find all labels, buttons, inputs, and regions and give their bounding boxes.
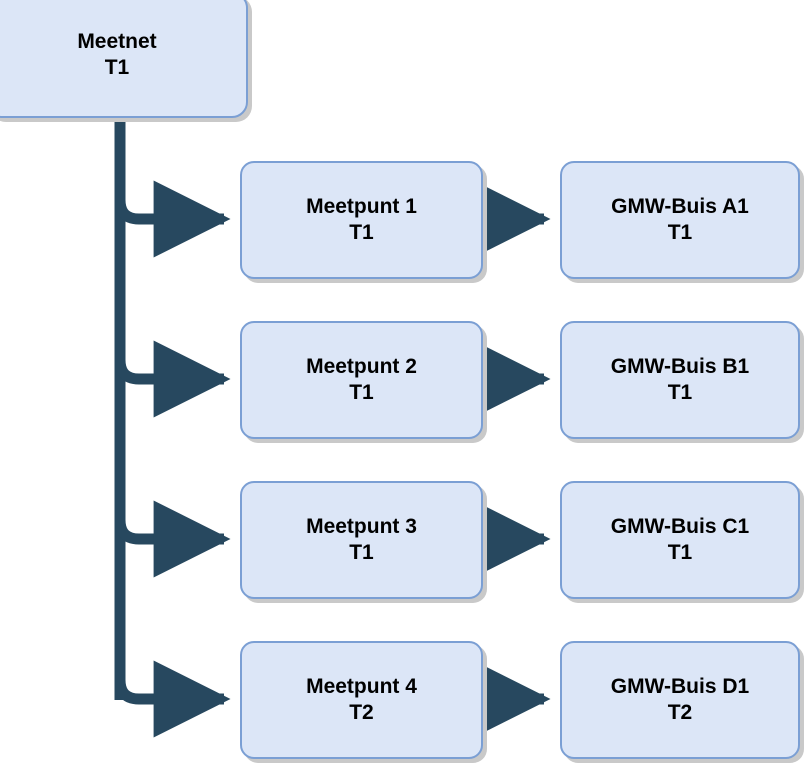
node-gmw-buis-c1-label: GMW-Buis C1 bbox=[610, 514, 750, 538]
node-meetpunt-2[interactable]: Meetpunt 2 T1 bbox=[240, 321, 483, 439]
node-gmw-buis-b1[interactable]: GMW-Buis B1 T1 bbox=[560, 321, 800, 439]
node-gmw-buis-d1-label: GMW-Buis D1 bbox=[610, 674, 750, 698]
node-meetpunt-4-label: Meetpunt 4 bbox=[306, 674, 417, 698]
node-gmw-buis-d1-version: T2 bbox=[667, 701, 693, 724]
node-gmw-buis-b1-label: GMW-Buis B1 bbox=[610, 354, 750, 378]
node-meetpunt-2-version: T1 bbox=[349, 381, 374, 404]
connector-root-to-meetpunt-3 bbox=[114, 500, 231, 578]
connector-root-to-meetpunt-1 bbox=[114, 180, 231, 258]
node-meetpunt-4-version: T2 bbox=[349, 701, 374, 724]
node-meetpunt-4[interactable]: Meetpunt 4 T2 bbox=[240, 641, 483, 759]
node-gmw-buis-a1-version: T1 bbox=[667, 221, 693, 244]
node-meetnet-version: T1 bbox=[104, 56, 130, 79]
node-gmw-buis-a1-label: GMW-Buis A1 bbox=[611, 194, 749, 218]
node-gmw-buis-d1[interactable]: GMW-Buis D1 T2 bbox=[560, 641, 800, 759]
connector-root-to-meetpunt-2 bbox=[114, 340, 231, 418]
node-meetpunt-1-version: T1 bbox=[349, 221, 374, 244]
node-meetpunt-1[interactable]: Meetpunt 1 T1 bbox=[240, 161, 483, 279]
connector-root-to-meetpunt-4 bbox=[114, 660, 231, 738]
node-gmw-buis-c1-version: T1 bbox=[667, 541, 693, 564]
node-meetpunt-2-label: Meetpunt 2 bbox=[306, 354, 417, 378]
node-meetnet[interactable]: Meetnet T1 bbox=[0, 0, 248, 118]
node-meetpunt-3-label: Meetpunt 3 bbox=[306, 514, 417, 538]
node-gmw-buis-b1-version: T1 bbox=[667, 381, 693, 404]
node-meetpunt-3-version: T1 bbox=[349, 541, 374, 564]
node-meetpunt-3[interactable]: Meetpunt 3 T1 bbox=[240, 481, 483, 599]
node-meetnet-label: Meetnet bbox=[77, 29, 157, 53]
node-meetpunt-1-label: Meetpunt 1 bbox=[306, 194, 417, 218]
node-gmw-buis-c1[interactable]: GMW-Buis C1 T1 bbox=[560, 481, 800, 599]
node-gmw-buis-a1[interactable]: GMW-Buis A1 T1 bbox=[560, 161, 800, 279]
